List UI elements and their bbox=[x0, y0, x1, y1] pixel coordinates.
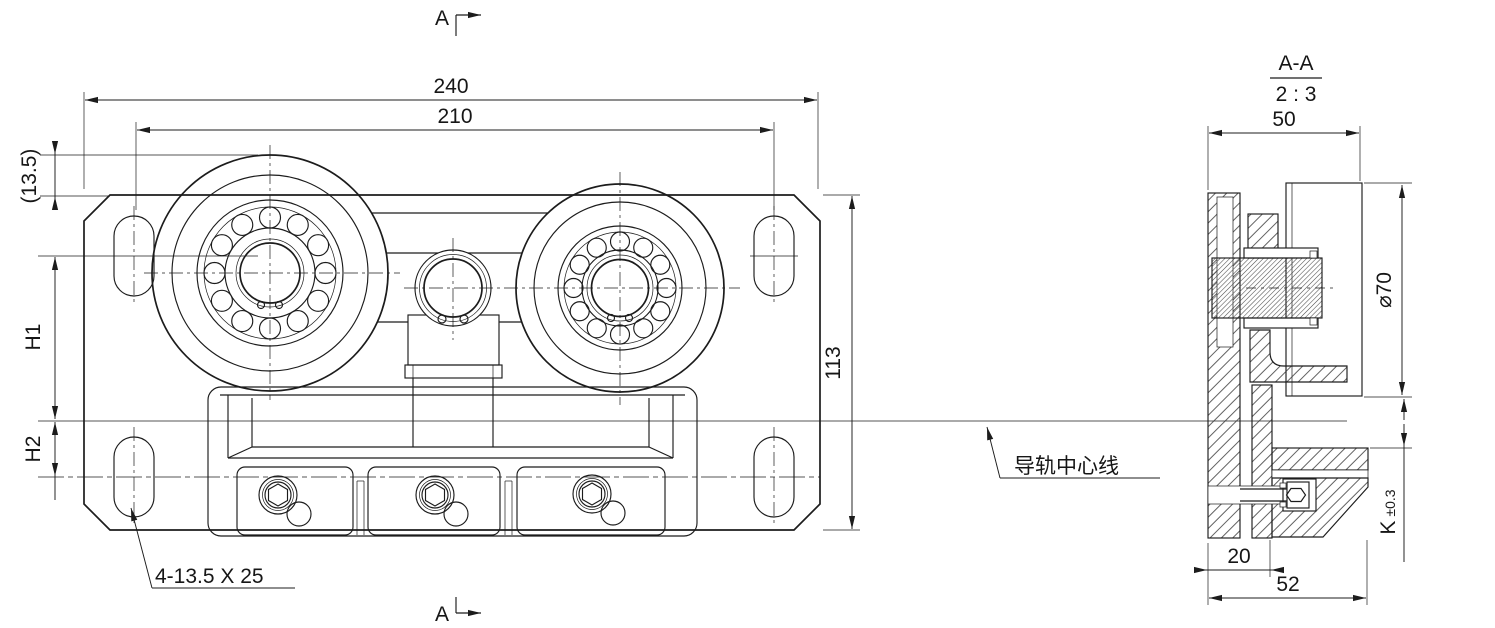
circlip-ear bbox=[274, 300, 284, 310]
circlip-ear bbox=[256, 300, 266, 310]
bolt-center bbox=[415, 475, 469, 527]
carriage-plate bbox=[83, 194, 821, 531]
pad-right bbox=[516, 466, 666, 536]
section-washer-top bbox=[1243, 247, 1319, 259]
pin-hole-left bbox=[286, 501, 312, 527]
pin-hole-right bbox=[600, 500, 626, 526]
dim-slot-spacing: 210 bbox=[437, 105, 472, 128]
slot-note: 4-13.5 X 25 bbox=[130, 507, 295, 589]
section-axle bbox=[1211, 257, 1323, 319]
section-clamp-bar bbox=[1271, 447, 1369, 471]
circlip-ear bbox=[437, 314, 447, 324]
bolt-right bbox=[572, 474, 626, 526]
rail-note-text: 导轨中心线 bbox=[1014, 455, 1119, 478]
dim-overall-width: 240 bbox=[433, 75, 468, 98]
section-washer-bottom bbox=[1243, 317, 1319, 329]
section-letter-bottom: A bbox=[435, 603, 449, 626]
section-scale: 2 : 3 bbox=[1276, 83, 1317, 106]
section-hook bbox=[1249, 329, 1348, 383]
section-letter-top: A bbox=[435, 7, 449, 30]
circlip-ear bbox=[606, 313, 616, 323]
section-marker-top: A bbox=[435, 7, 481, 36]
circlip-ear bbox=[459, 314, 469, 324]
dimensions: 240 210 (13.5) H1 H2 113 4-13.5 X 25 50 … bbox=[18, 75, 1412, 605]
section-title: A-A bbox=[1278, 52, 1313, 75]
dim-h2: H2 bbox=[22, 436, 45, 463]
section-clamp-shim bbox=[1271, 469, 1369, 479]
front-view bbox=[83, 145, 821, 537]
hex-socket-icon bbox=[1285, 487, 1307, 503]
section-title-block: A-A 2 : 3 bbox=[1270, 52, 1322, 106]
dim-overall-height: 113 bbox=[822, 346, 845, 379]
dim-k: K±0.3 bbox=[1377, 489, 1400, 534]
bottom-bracket bbox=[207, 386, 698, 537]
section-markers: A A A-A 2 : 3 bbox=[435, 7, 1322, 626]
pin-hole-center bbox=[443, 501, 469, 527]
bracket-frame bbox=[207, 386, 698, 537]
section-marker-bottom: A bbox=[435, 597, 481, 626]
section-view bbox=[1207, 182, 1369, 539]
extension-lines bbox=[83, 92, 1412, 605]
wheel-right bbox=[404, 172, 740, 405]
circlip-ear bbox=[624, 313, 634, 323]
pad-left bbox=[236, 466, 354, 536]
reference-lines bbox=[38, 154, 1347, 478]
dim-top-width: 50 bbox=[1272, 108, 1295, 131]
roller-flange bbox=[404, 364, 503, 379]
rail-centerline-note: 导轨中心线 bbox=[986, 426, 1160, 479]
section-rib bbox=[1251, 384, 1273, 539]
dim-bolt-offset: 20 bbox=[1227, 545, 1250, 568]
dim-bottom-width: 52 bbox=[1276, 573, 1299, 596]
dim-h1: H1 bbox=[22, 324, 45, 351]
pad-center bbox=[367, 466, 501, 536]
wheel-left bbox=[144, 145, 400, 400]
dim-top-offset: (13.5) bbox=[18, 149, 41, 204]
dim-wheel-diameter: ⌀70 bbox=[1373, 272, 1396, 308]
bolt-left bbox=[258, 475, 312, 527]
slot-note-text: 4-13.5 X 25 bbox=[155, 565, 264, 588]
